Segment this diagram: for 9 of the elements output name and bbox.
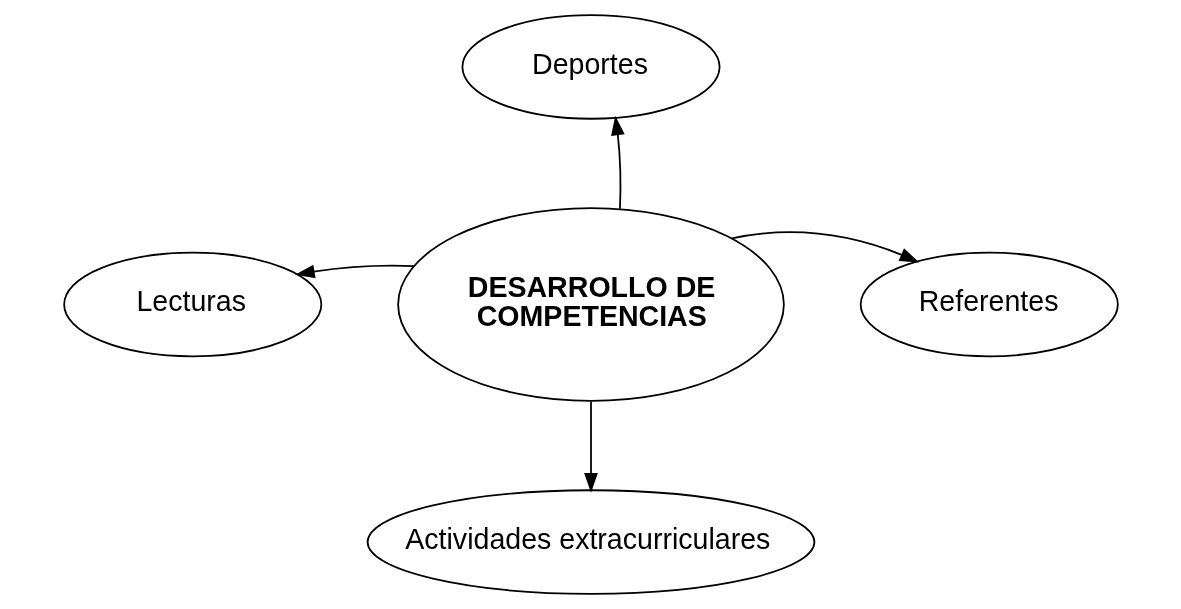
arrow bbox=[730, 231, 919, 263]
node-ellipse: Actividades extracurriculares bbox=[366, 489, 815, 595]
arrow bbox=[294, 264, 415, 279]
node-ellipse: Referentes bbox=[859, 251, 1119, 358]
node-ellipse: DESARROLLO DE COMPETENCIAS bbox=[396, 207, 785, 402]
arrow bbox=[583, 400, 598, 493]
node-ellipse: Deportes bbox=[461, 14, 720, 120]
arrow bbox=[610, 115, 625, 210]
node-ellipse: Lecturas bbox=[62, 251, 322, 358]
